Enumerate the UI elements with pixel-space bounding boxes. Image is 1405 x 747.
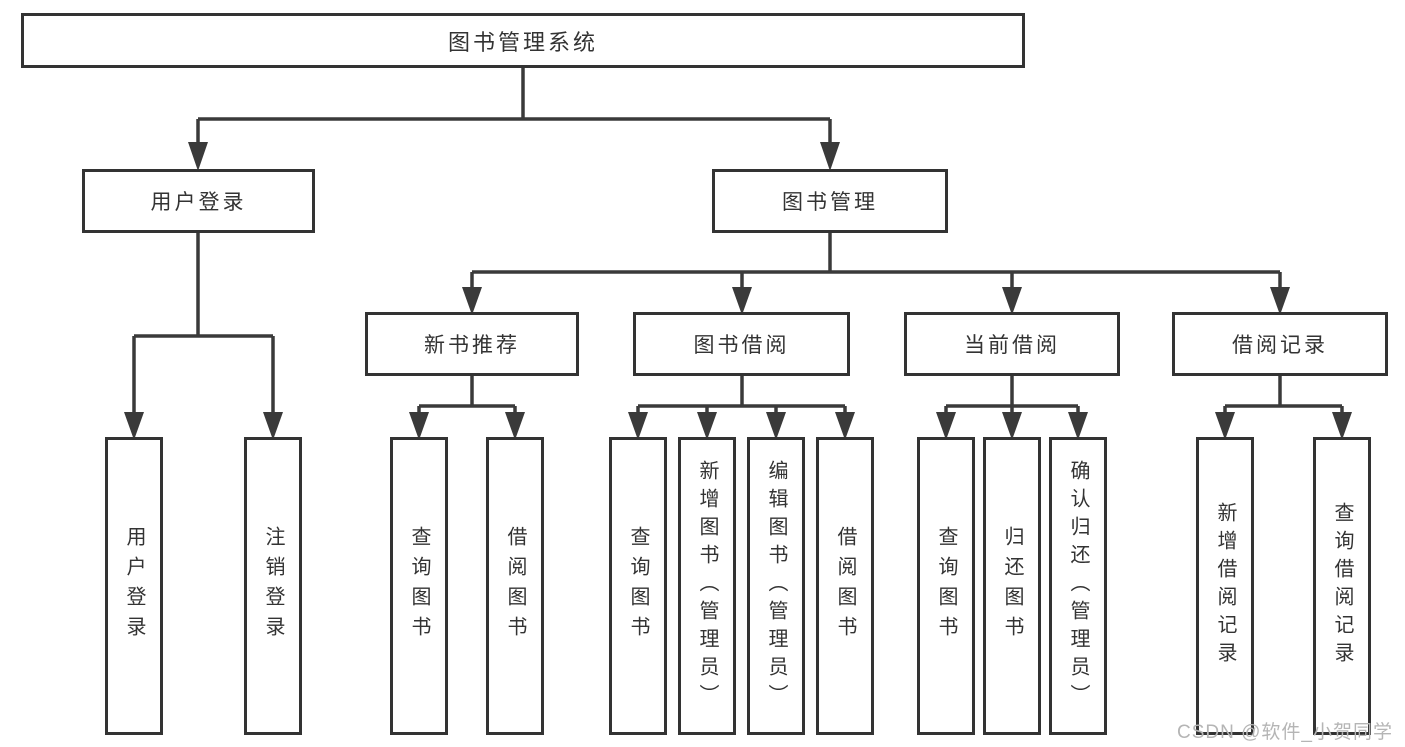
arrow-down-icon [732,287,752,315]
node-label: 借阅图书 [834,526,856,646]
leaf-edit-books-admin: 编辑图书（管理员） [747,437,805,735]
connector-root-to-level2 [188,68,840,171]
arrow-down-icon [1215,412,1235,440]
arrow-down-icon [628,412,648,440]
node-label: 查询借阅记录 [1331,502,1353,670]
arrow-down-icon [1332,412,1352,440]
leaf-add-books-admin: 新增图书（管理员） [678,437,736,735]
node-label: 查询图书 [408,526,430,646]
arrow-down-icon [505,412,525,440]
leaf-borrow-books-recommend: 借阅图书 [486,437,544,735]
leaf-search-books-recommend: 查询图书 [390,437,448,735]
connector-book-borrowing-children [628,376,855,440]
connector-new-book-recommendation-children [409,376,525,440]
connector-current-borrowing-children [936,376,1088,440]
node-new-book-recommendation: 新书推荐 [365,312,579,376]
node-label: 新增借阅记录 [1214,502,1236,670]
arrow-down-icon [835,412,855,440]
leaf-confirm-return-admin: 确认归还（管理员） [1049,437,1107,735]
arrow-down-icon [936,412,956,440]
node-label: 查询图书 [627,526,649,646]
node-label: 借阅图书 [504,526,526,646]
node-label: 用户登录 [150,191,247,214]
arrow-down-icon [124,412,144,440]
arrow-down-icon [1002,412,1022,440]
node-label: 确认归还（管理员） [1067,460,1089,712]
node-label: 新书推荐 [424,334,520,357]
leaf-logout: 注销登录 [244,437,302,735]
node-label: 借阅记录 [1232,334,1328,357]
node-label: 归还图书 [1001,526,1023,646]
leaf-search-borrow-record: 查询借阅记录 [1313,437,1371,735]
node-label: 当前借阅 [964,334,1060,357]
arrow-down-icon [409,412,429,440]
node-current-borrowing: 当前借阅 [904,312,1120,376]
connector-borrowing-records-children [1215,376,1352,440]
node-user-login: 用户登录 [82,169,315,233]
node-label: 注销登录 [262,526,284,646]
arrow-down-icon [462,287,482,315]
leaf-search-books-current: 查询图书 [917,437,975,735]
node-label: 图书借阅 [693,334,790,357]
node-label: 编辑图书（管理员） [765,460,787,712]
leaf-return-books: 归还图书 [983,437,1041,735]
leaf-borrow-books-borrowing: 借阅图书 [816,437,874,735]
node-label: 查询图书 [935,526,957,646]
arrow-down-icon [1270,287,1290,315]
node-label: 新增图书（管理员） [696,460,718,712]
node-label: 图书管理 [782,191,878,214]
arrow-down-icon [766,412,786,440]
node-library-management-system: 图书管理系统 [21,13,1025,68]
node-label: 图书管理系统 [447,29,598,55]
node-book-borrowing: 图书借阅 [633,312,850,376]
arrow-down-icon [1002,287,1022,315]
connector-book-management-children [462,233,1290,315]
node-label: 用户登录 [123,526,145,646]
connector-user-login-children [124,233,283,440]
arrow-down-icon [820,142,840,171]
arrow-down-icon [188,142,208,171]
node-book-management: 图书管理 [712,169,948,233]
watermark: CSDN @软件_小贺同学 [1177,722,1393,743]
leaf-add-borrow-record: 新增借阅记录 [1196,437,1254,735]
arrow-down-icon [697,412,717,440]
leaf-user-login: 用户登录 [105,437,163,735]
leaf-search-books-borrowing: 查询图书 [609,437,667,735]
arrow-down-icon [1068,412,1088,440]
arrow-down-icon [263,412,283,440]
node-borrowing-records: 借阅记录 [1172,312,1388,376]
